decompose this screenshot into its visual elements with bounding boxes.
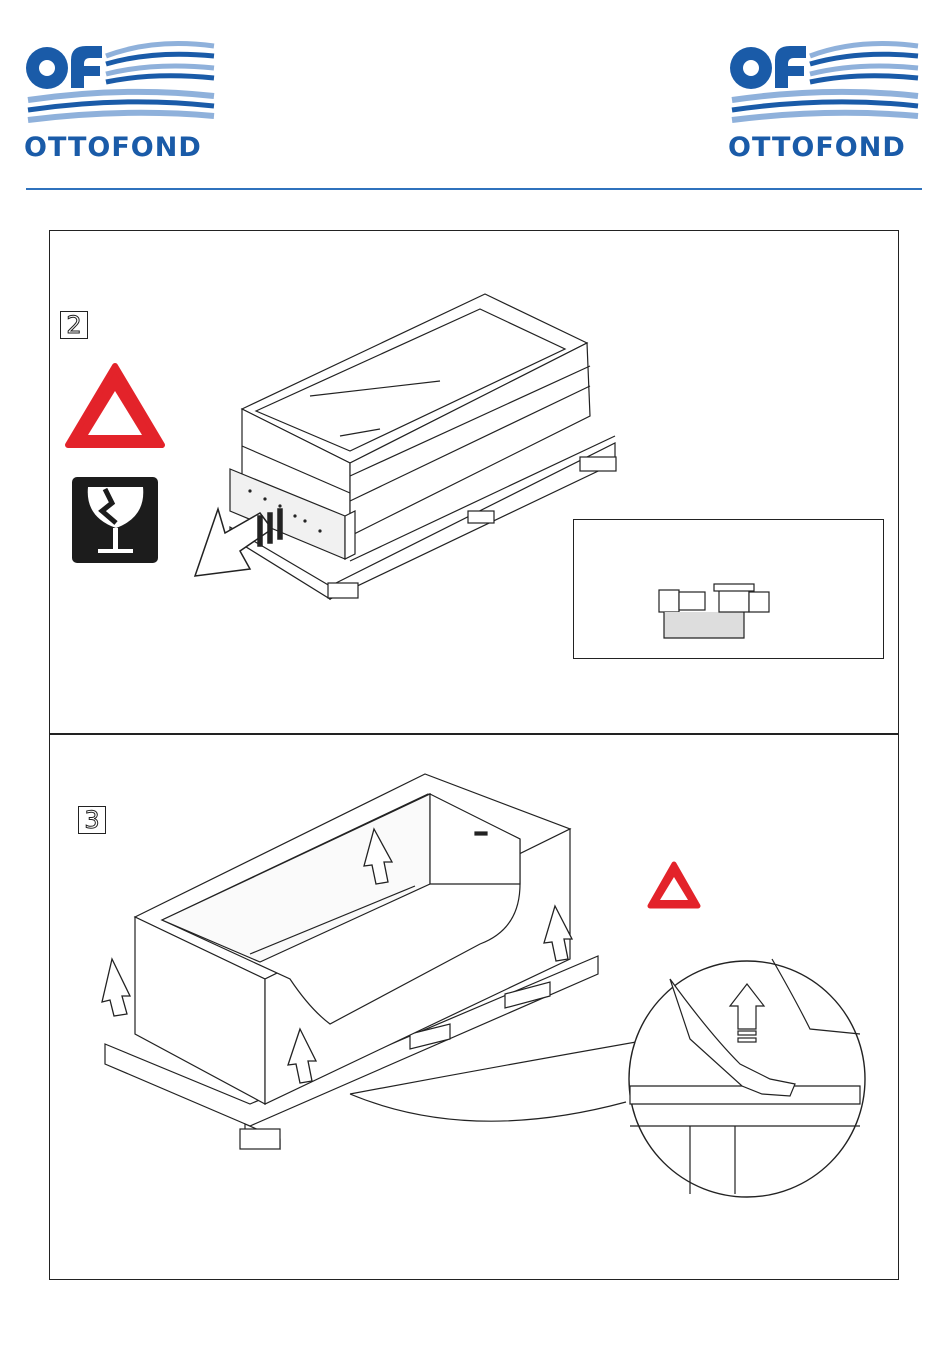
step-2-panel: 2 — [49, 230, 899, 735]
brand-wordmark: OTTOFOND — [24, 134, 202, 162]
brand-logo-left: OTTOFOND — [24, 38, 220, 164]
step-3-illustration — [50, 734, 898, 1279]
fragile-glass-icon — [72, 477, 158, 563]
warning-triangle-icon — [650, 864, 698, 906]
drain-fitting-inset — [573, 519, 884, 659]
header-divider — [26, 188, 922, 190]
step-3-panel: 3 — [49, 733, 899, 1280]
brand-logo-right: OTTOFOND — [728, 38, 924, 164]
handle-detail-circle — [629, 959, 865, 1197]
brand-wordmark: OTTOFOND — [728, 134, 906, 162]
warning-triangle-icon — [68, 366, 162, 445]
remove-arrow-icon — [195, 509, 282, 576]
brand-mark-icon — [728, 38, 924, 134]
brand-mark-icon — [24, 38, 220, 134]
drain-siphon-icon — [574, 520, 885, 660]
bathtub — [135, 774, 570, 1104]
